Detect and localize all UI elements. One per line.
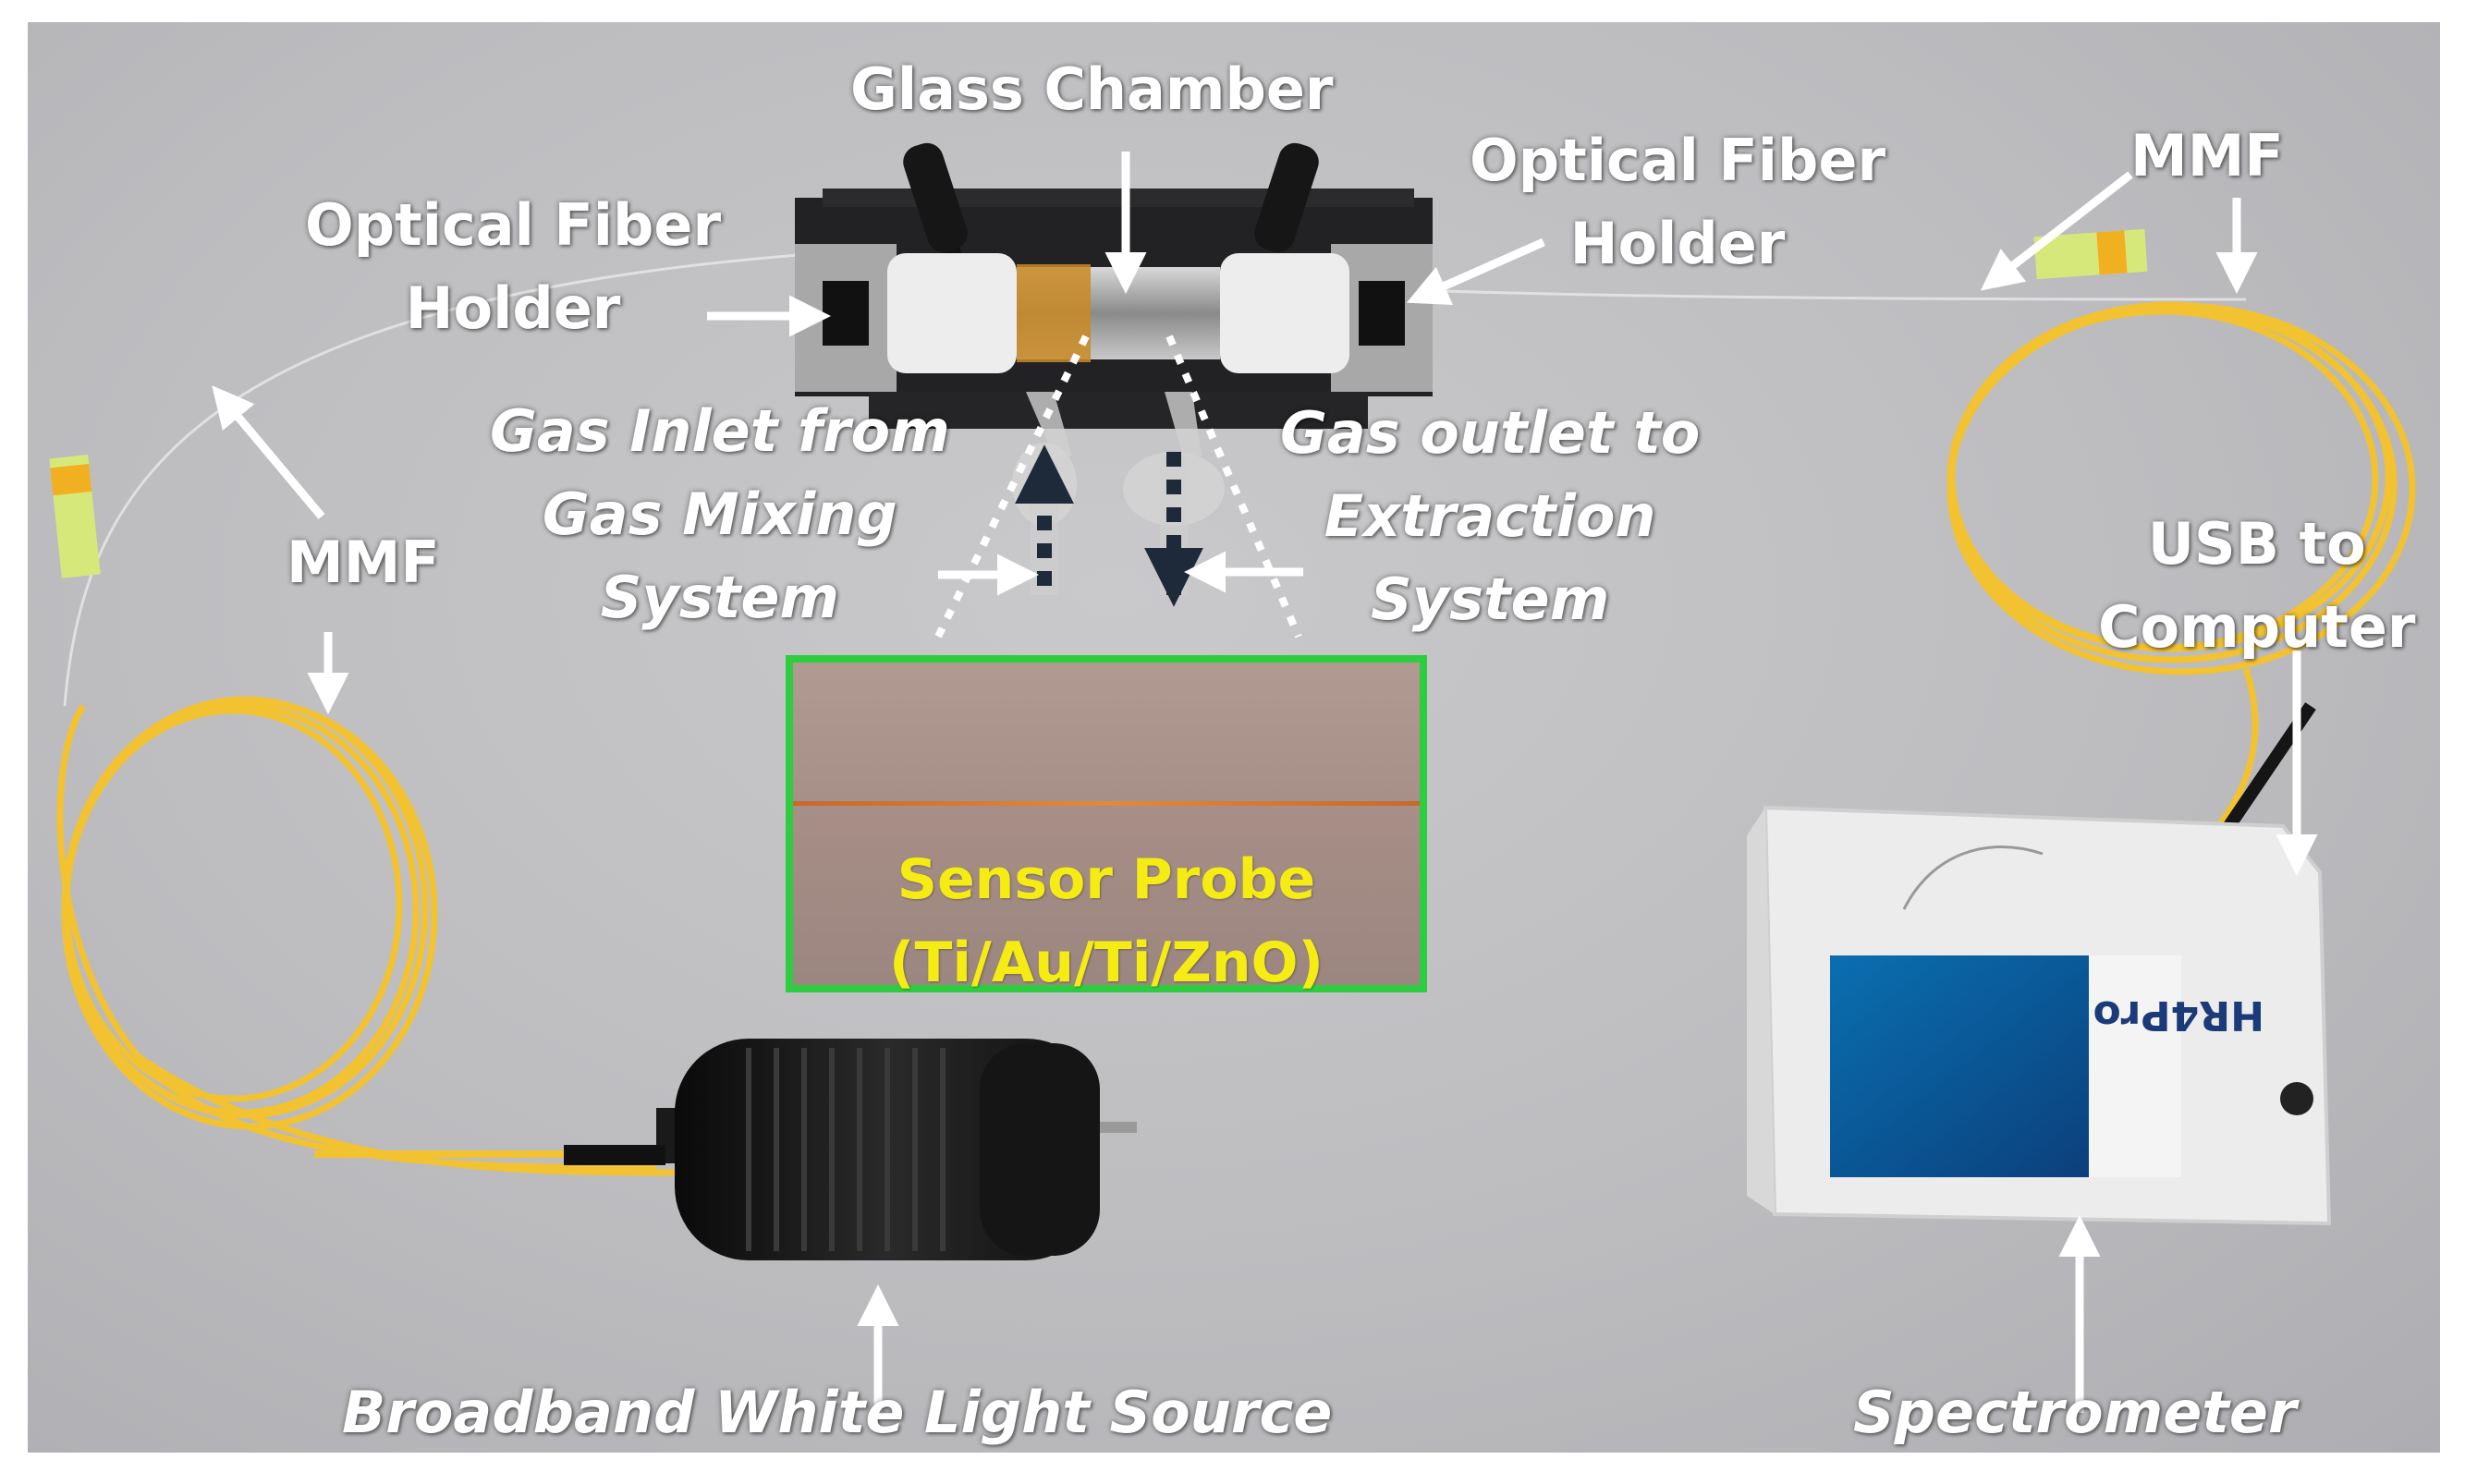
optical-fiber-holder-left-label: Optical Fiber Holder: [305, 191, 722, 342]
light-source-label: Broadband White Light Source: [342, 1379, 1333, 1446]
zoom-line-right: [1165, 335, 1302, 639]
light-source-device: [314, 1039, 1137, 1260]
thin-fiber-right: [1413, 288, 2247, 301]
spectrometer-device: HR4Pro: [1747, 805, 2332, 1226]
glass-chamber-label: Glass Chamber: [850, 55, 1334, 123]
sensor-probe-inset: Sensor Probe (Ti/Au/Ti/ZnO): [786, 655, 1427, 995]
setup-drawing: HR4Pro: [49, 142, 2416, 1413]
gas-outlet-label: Gas outlet to Extraction System: [1280, 399, 1701, 633]
fiber-coil-left: [56, 696, 676, 1176]
gas-inlet-label: Gas Inlet from Gas Mixing System: [490, 397, 950, 631]
mmf-right-label: MMF: [2130, 122, 2284, 189]
usb-to-computer-label: USB to Computer: [2098, 510, 2416, 661]
chamber-assembly: [795, 142, 1433, 595]
spectrometer-model-text: HR4Pro: [2093, 991, 2265, 1039]
zoom-line-left: [934, 335, 1090, 639]
optical-fiber-holder-right-label: Optical Fiber Holder: [1470, 127, 1886, 277]
label-arrows: [212, 152, 2318, 1413]
experimental-setup-photo: HR4Pro Glass Chamber Optical Fiber Holde…: [28, 22, 2440, 1453]
sensor-probe-label: Sensor Probe (Ti/Au/Ti/ZnO): [889, 847, 1324, 995]
mmf-left-label: MMF: [287, 529, 440, 596]
spectrometer-label: Spectrometer: [1853, 1379, 2297, 1446]
fiber-coil-right: [1946, 301, 2416, 829]
sensor-probe-fiber: [793, 801, 1420, 806]
